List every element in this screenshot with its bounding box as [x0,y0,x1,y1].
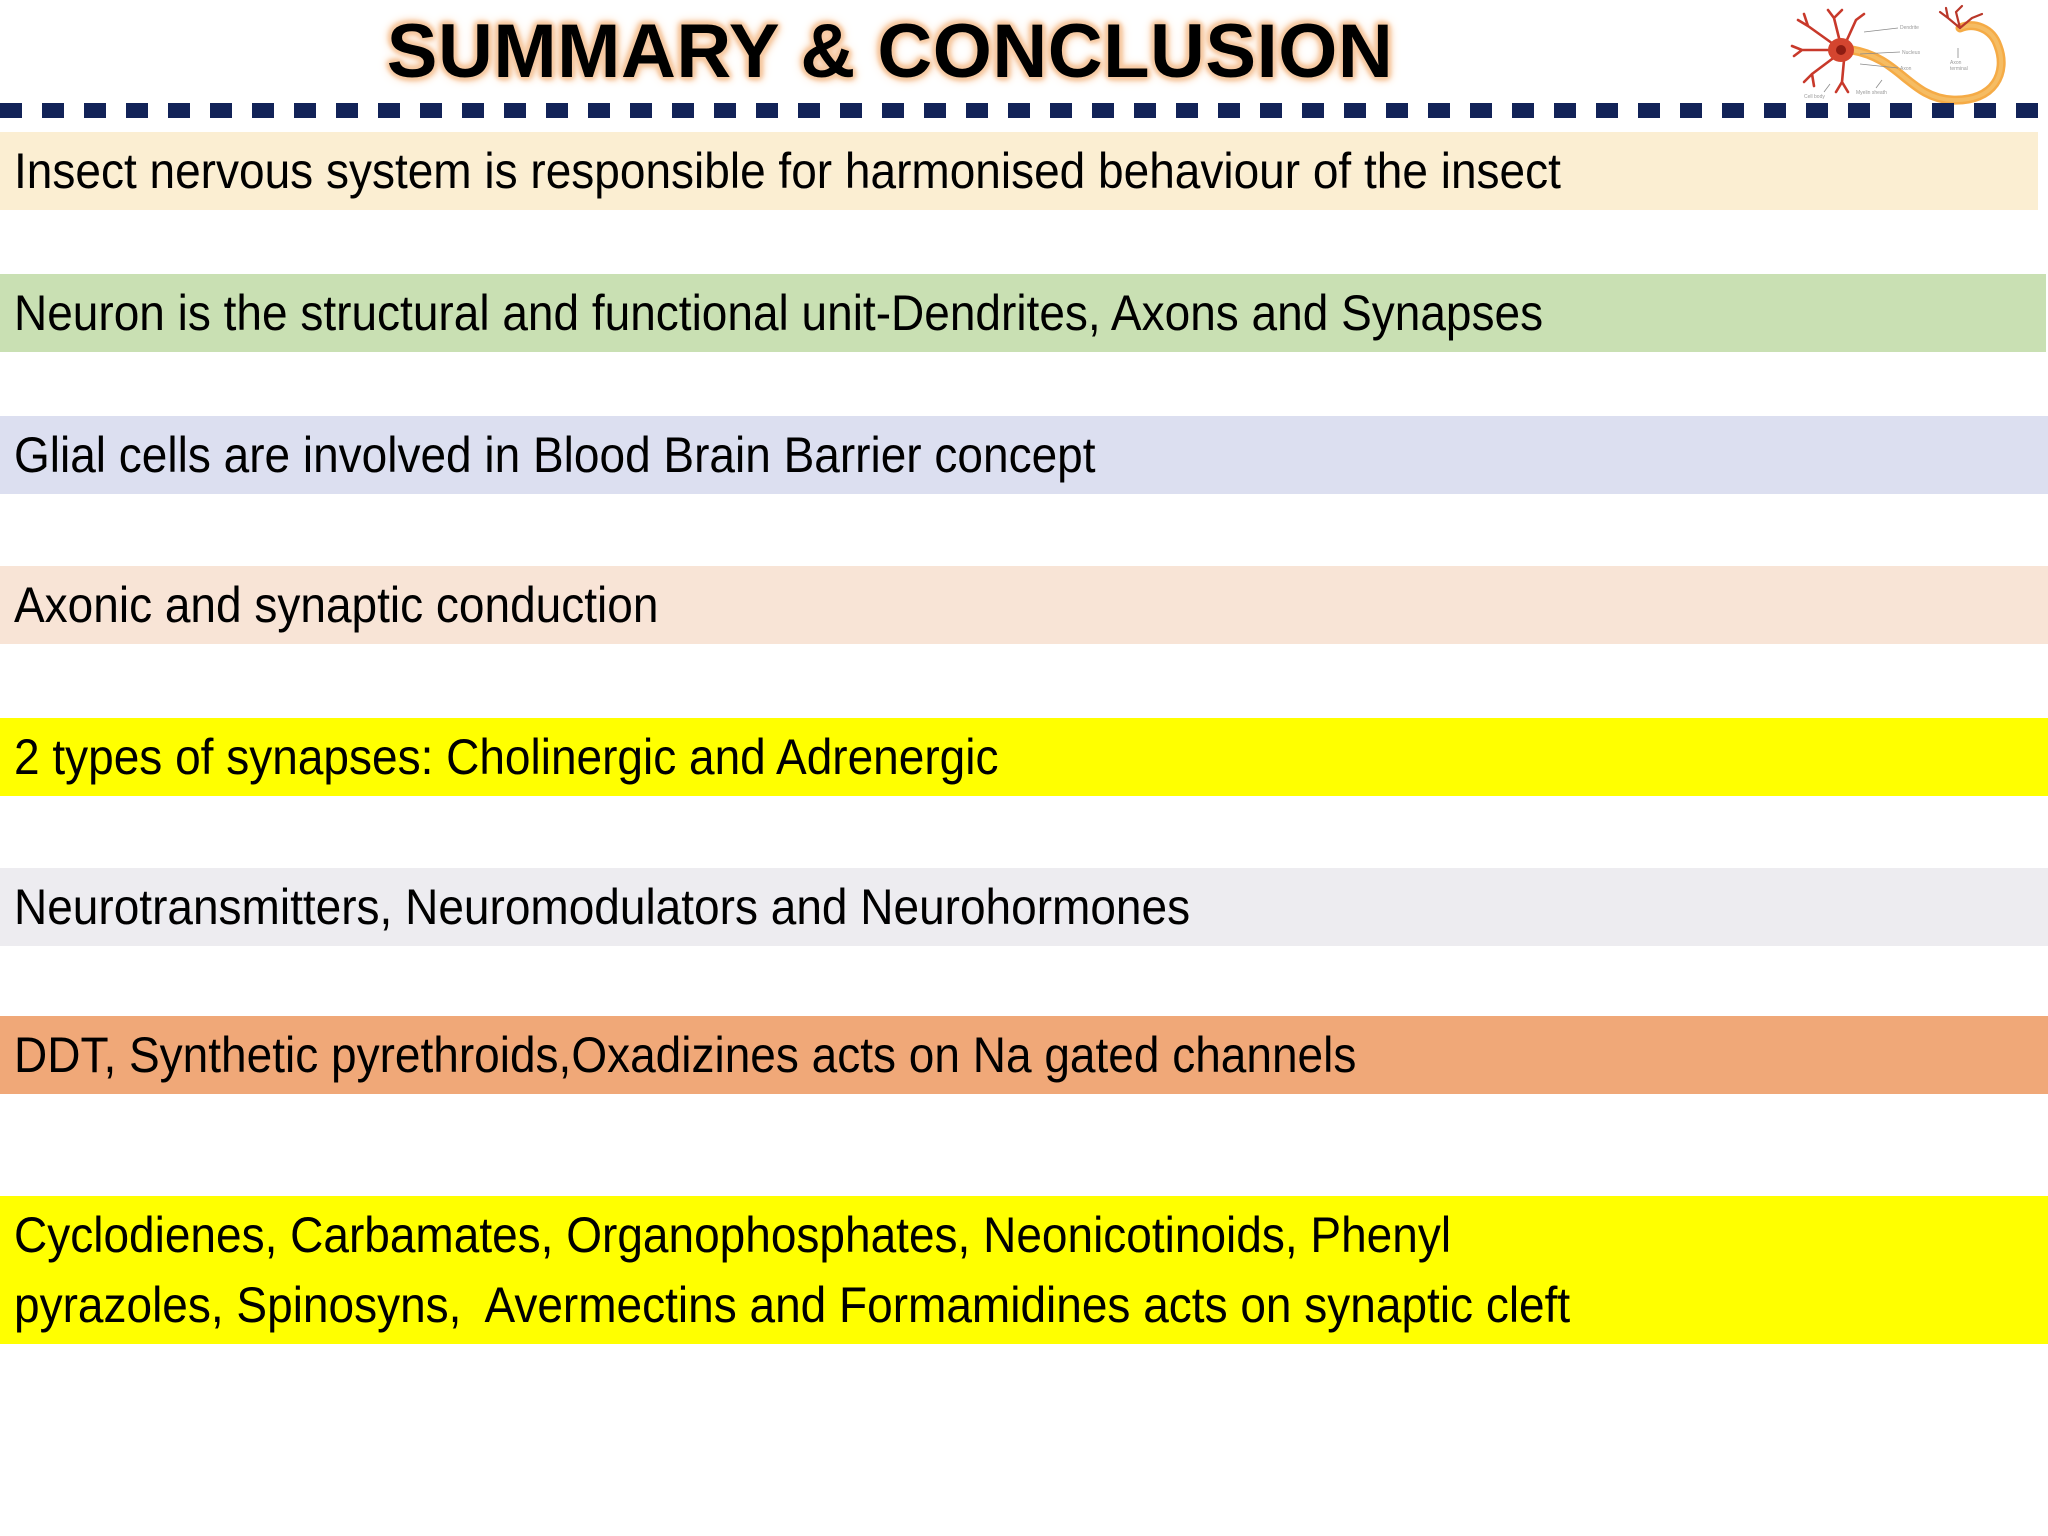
bullet-row-two-types-synapses: 2 types of synapses: Cholinergic and Adr… [0,718,2048,796]
neuron-diagram-logo: Dendrite Nucleus Axon Cell body Myelin s… [1790,2,2042,106]
bullet-text: Cyclodienes, Carbamates, Organophosphate… [14,1207,1571,1333]
bullet-text: Neuron is the structural and functional … [14,285,1544,341]
svg-text:Dendrite: Dendrite [1900,25,1919,31]
svg-text:Cell body: Cell body [1804,94,1825,100]
slide-header: SUMMARY & CONCLUSION [0,0,2048,112]
bullet-text: Axonic and synaptic conduction [14,577,659,633]
page-title: SUMMARY & CONCLUSION [386,9,1394,94]
bullet-row-insect-nervous-system: Insect nervous system is responsible for… [0,132,2038,210]
bullet-text: Glial cells are involved in Blood Brain … [14,427,1096,483]
svg-text:Myelin sheath: Myelin sheath [1856,90,1887,96]
bullet-row-neuron-unit: Neuron is the structural and functional … [0,274,2046,352]
bullet-text: Insect nervous system is responsible for… [14,143,1561,199]
bullet-row-ddt-sodium-channels: DDT, Synthetic pyrethroids,Oxadizines ac… [0,1016,2048,1094]
bullet-row-neurotransmitters: Neurotransmitters, Neuromodulators and N… [0,868,2048,946]
dashed-divider [0,103,2048,118]
dashed-divider-dashes [0,103,2048,118]
svg-text:Axon: Axon [1900,66,1912,72]
bullet-text: DDT, Synthetic pyrethroids,Oxadizines ac… [14,1027,1357,1083]
svg-text:Nucleus: Nucleus [1902,50,1921,56]
bullet-text: Neurotransmitters, Neuromodulators and N… [14,879,1191,935]
bullet-row-axonic-synaptic-conduction: Axonic and synaptic conduction [0,566,2048,644]
bullet-text: 2 types of synapses: Cholinergic and Adr… [14,729,999,785]
bullet-row-synaptic-cleft-groups: Cyclodienes, Carbamates, Organophosphate… [0,1196,2048,1344]
svg-text:terminal: terminal [1950,66,1968,72]
svg-text:Axon: Axon [1950,60,1962,66]
bullet-row-glial-cells: Glial cells are involved in Blood Brain … [0,416,2048,494]
